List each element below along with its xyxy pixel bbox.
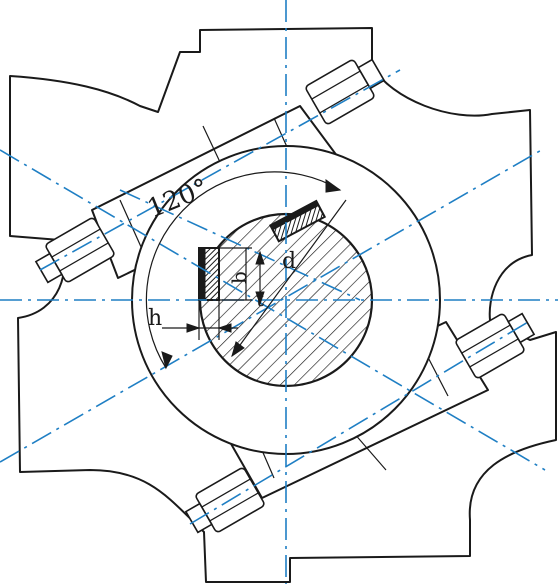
b-label: b (227, 271, 251, 284)
centerline-diagonal-2 (0, 147, 546, 463)
angle-arrow-end (325, 179, 342, 193)
housing-outline (9, 27, 557, 583)
key-upper (268, 199, 327, 243)
nut-top-right (305, 58, 386, 125)
h-arrow-2 (217, 323, 232, 333)
centerline-bolts-lower (189, 321, 529, 525)
t-arrow-bottom (255, 291, 265, 306)
nut-right (455, 312, 536, 379)
h-label: h (148, 306, 162, 331)
centerline-diagonal-1 (0, 149, 546, 471)
h-arrow-1 (186, 323, 201, 333)
diameter-leader (231, 199, 347, 357)
t-arrow-top (255, 250, 265, 265)
nut-left (34, 217, 115, 284)
angle-arc (145, 171, 341, 369)
diameter-arrow (231, 341, 245, 358)
centerline-bolts-upper (39, 69, 401, 271)
key-left (198, 247, 220, 301)
diameter-label: d (282, 249, 296, 274)
t-label: t (256, 287, 264, 311)
angle-arrow-start (161, 351, 173, 370)
centerline-key (119, 189, 361, 301)
